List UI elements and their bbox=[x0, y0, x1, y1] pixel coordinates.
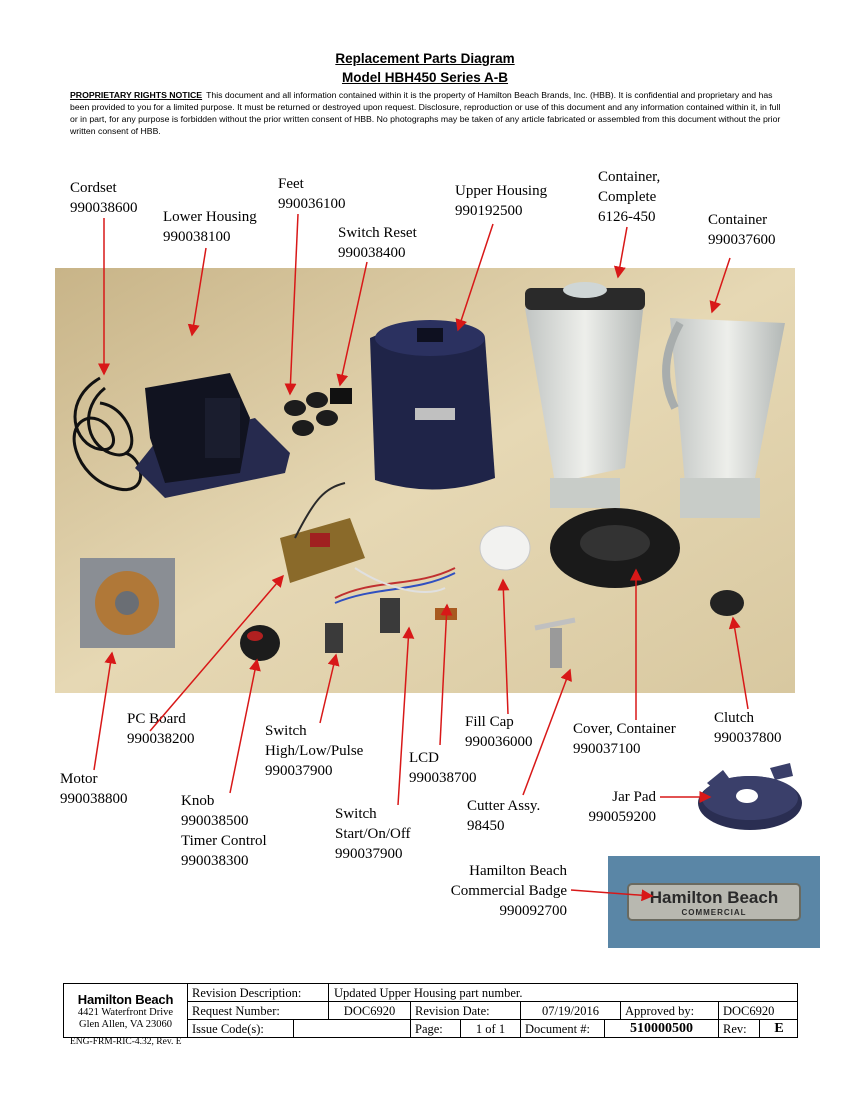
request-number-value: DOC6920 bbox=[343, 1004, 396, 1018]
approved-by-label: Approved by: bbox=[625, 1004, 695, 1018]
knob-item bbox=[240, 625, 280, 661]
label-container: Container 990037600 bbox=[708, 212, 776, 248]
document-number-label: Document #: bbox=[525, 1022, 590, 1036]
cutter-item bbox=[534, 617, 576, 668]
grid-line bbox=[718, 1002, 719, 1037]
page-label: Page: bbox=[415, 1022, 443, 1036]
motor-item bbox=[80, 558, 175, 648]
container-item bbox=[662, 318, 785, 518]
label-badge: Hamilton Beach Commercial Badge 99009270… bbox=[450, 863, 567, 919]
form-code: ENG-FRM-RIC-4.32, Rev. E bbox=[70, 1037, 182, 1047]
grid-line bbox=[620, 1002, 621, 1020]
grid-line bbox=[520, 1002, 521, 1037]
address-line-2: Glen Allen, VA 23060 bbox=[79, 1019, 172, 1030]
lcd-item bbox=[435, 608, 457, 620]
fill-cap-item bbox=[479, 525, 531, 571]
parts-photo bbox=[55, 268, 795, 693]
label-switch-hlp: Switch High/Low/Pulse 990037900 bbox=[265, 723, 364, 779]
jar-pad-image bbox=[698, 763, 802, 830]
badge-brand: Hamilton Beach bbox=[649, 888, 779, 907]
badge-plate bbox=[627, 883, 801, 921]
pc-board-item bbox=[280, 482, 365, 583]
label-cutter: Cutter Assy. 98450 bbox=[467, 798, 541, 834]
grid-line bbox=[328, 1002, 329, 1020]
grid-line bbox=[460, 1020, 461, 1037]
document-number-value: 510000500 bbox=[630, 1021, 693, 1036]
container-complete-item bbox=[525, 282, 645, 508]
revision-date-value: 07/19/2016 bbox=[542, 1004, 599, 1018]
company-block: Hamilton Beach 4421 Waterfront Drive Gle… bbox=[64, 984, 188, 1037]
revision-description-label: Revision Description: bbox=[192, 986, 302, 1000]
document-title: Replacement Parts Diagram bbox=[335, 51, 515, 66]
label-lower-housing: Lower Housing 990038100 bbox=[163, 209, 257, 245]
revision-description-value: Updated Upper Housing part number. bbox=[334, 986, 523, 1000]
grid-line bbox=[410, 1002, 411, 1037]
label-switch-reset: Switch Reset 990038400 bbox=[338, 225, 417, 261]
switch-start-item bbox=[380, 598, 400, 633]
grid-line bbox=[328, 984, 329, 1002]
company-logo: Hamilton Beach bbox=[77, 992, 174, 1007]
notice-heading: PROPRIETARY RIGHTS NOTICE bbox=[70, 90, 203, 100]
label-switch-start: Switch Start/On/Off 990037900 bbox=[335, 806, 411, 862]
label-pc-board: PC Board 990038200 bbox=[127, 711, 195, 747]
request-number-label: Request Number: bbox=[192, 1004, 280, 1018]
issue-codes-label: Issue Code(s): bbox=[192, 1022, 264, 1036]
page-value: 1 of 1 bbox=[475, 1022, 506, 1036]
label-clutch: Clutch 990037800 bbox=[714, 710, 782, 746]
issue-codes-value bbox=[294, 1020, 410, 1038]
rev-label: Rev: bbox=[723, 1022, 747, 1036]
label-knob: Knob 990038500 Timer Control 990038300 bbox=[181, 793, 267, 869]
label-motor: Motor 990038800 bbox=[60, 771, 128, 807]
label-lcd: LCD 990038700 bbox=[409, 750, 477, 786]
address-line-1: 4421 Waterfront Drive bbox=[77, 1007, 174, 1018]
notice-text: This document and all information contai… bbox=[70, 90, 781, 136]
label-upper-housing: Upper Housing 990192500 bbox=[455, 183, 548, 219]
clutch-item bbox=[710, 590, 744, 616]
grid-line bbox=[604, 1020, 605, 1037]
grid-line bbox=[759, 1020, 760, 1037]
label-cover-container: Cover, Container 990037100 bbox=[573, 721, 676, 757]
label-cordset: Cordset 990038600 bbox=[70, 180, 138, 216]
feet-item bbox=[284, 392, 338, 436]
cordset-item bbox=[72, 376, 143, 492]
revision-date-label: Revision Date: bbox=[415, 1004, 490, 1018]
badge-sub: COMMERCIAL bbox=[681, 908, 747, 917]
upper-housing-item bbox=[370, 320, 495, 490]
wiring-item bbox=[334, 567, 456, 604]
label-fill-cap: Fill Cap 990036000 bbox=[465, 714, 533, 750]
grid-line bbox=[187, 1019, 798, 1020]
rev-value: E bbox=[774, 1021, 784, 1036]
grid-line bbox=[187, 1001, 798, 1002]
label-feet: Feet 990036100 bbox=[278, 176, 346, 212]
switch-reset-item bbox=[330, 388, 352, 404]
switch-hlp-item bbox=[325, 623, 343, 653]
cover-item bbox=[550, 508, 680, 588]
model-title: Model HBH450 Series A-B bbox=[341, 70, 509, 85]
lower-housing-item bbox=[135, 373, 290, 498]
approved-by-value: DOC6920 bbox=[723, 1004, 775, 1018]
grid-line bbox=[293, 1020, 294, 1037]
badge-image: Hamilton Beach COMMERCIAL bbox=[608, 856, 820, 948]
label-container-complete: Container, Complete 6126-450 bbox=[598, 169, 661, 225]
title-block: Hamilton Beach 4421 Waterfront Drive Gle… bbox=[63, 983, 798, 1038]
label-jar-pad: Jar Pad 990059200 bbox=[588, 789, 657, 825]
